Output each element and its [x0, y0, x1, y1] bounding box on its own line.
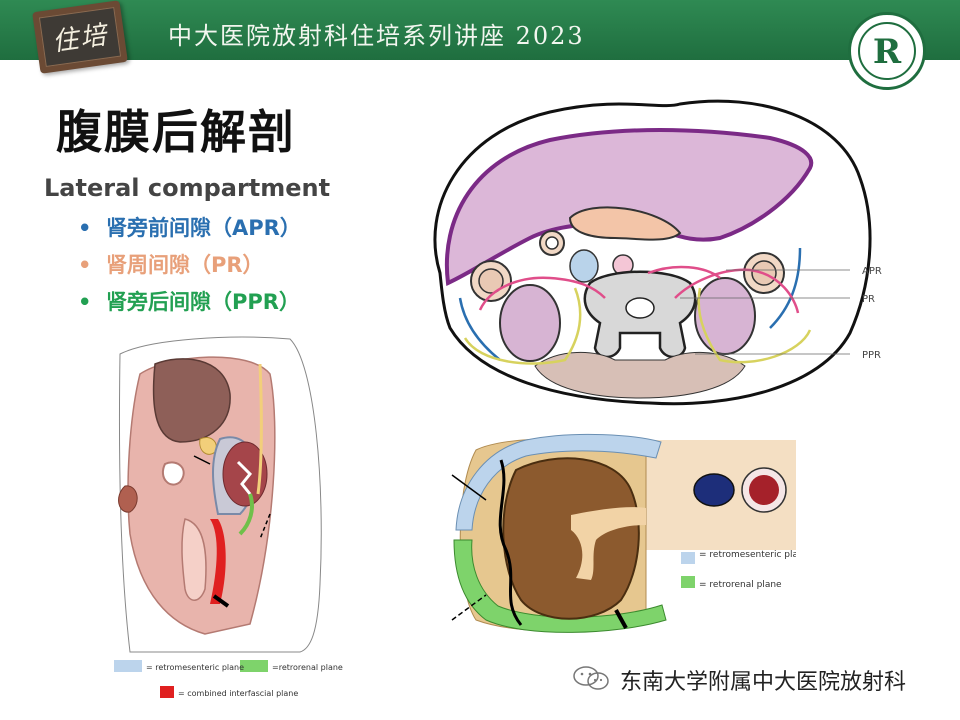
left-legend-retrorenal: =retrorenal plane [272, 663, 343, 672]
header-bar: 中大医院放射科住培系列讲座 2023 [0, 0, 960, 60]
legend-retrorenal: = retrorenal plane [699, 580, 782, 590]
kidney-planes-diagram: = retromesenteric plane = retrorenal pla… [446, 430, 796, 640]
bullet-pr: •肾周间隙（PR） [78, 247, 301, 284]
slide-title: 腹膜后解剖 [56, 96, 296, 162]
subheading: Lateral compartment [44, 174, 330, 202]
header-badge: 住培 [32, 0, 128, 74]
bullet-ppr: •肾旁后间隙（PPR） [78, 284, 301, 321]
watermark-text: 东南大学附属中大医院放射科 [620, 664, 906, 696]
compartment-list: •肾旁前间隙（APR） •肾周间隙（PR） •肾旁后间隙（PPR） [78, 210, 301, 321]
label-pr: PR [862, 294, 875, 305]
axial-retroperitoneum-diagram: APR PR PPR [420, 98, 890, 410]
label-ppr: PPR [862, 350, 881, 361]
sagittal-retroperitoneum-diagram: = retromesenteric plane =retrorenal plan… [110, 334, 370, 714]
wechat-icon [572, 664, 612, 692]
bullet-apr: •肾旁前间隙（APR） [78, 210, 301, 247]
legend-retromesenteric: = retromesenteric plane [699, 550, 796, 560]
label-apr: APR [862, 266, 882, 277]
header-title: 中大医院放射科住培系列讲座 2023 [168, 16, 585, 51]
left-legend-combined: = combined interfascial plane [178, 689, 298, 698]
logo-letter: R [873, 32, 902, 72]
left-legend-retromesenteric: = retromesenteric plane [146, 663, 244, 672]
hospital-logo: R [848, 12, 926, 90]
